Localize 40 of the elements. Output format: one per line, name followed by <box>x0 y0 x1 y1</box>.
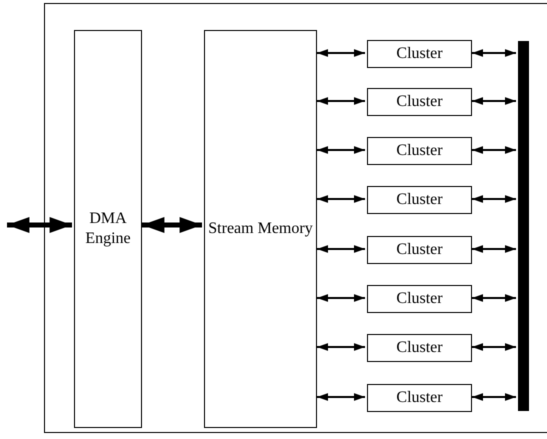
box-label: Cluster <box>396 338 443 358</box>
cluster-box <box>367 236 472 264</box>
box-label: Cluster <box>396 44 443 64</box>
box-label: Cluster <box>396 289 443 309</box>
double-arrow <box>7 217 72 233</box>
double-arrow <box>472 393 516 401</box>
engine-box <box>74 30 142 428</box>
frame-box <box>44 3 547 433</box>
double-arrow <box>317 393 365 401</box>
double-arrow <box>472 245 516 253</box>
double-arrow <box>472 294 516 302</box>
box-label: Cluster <box>396 190 443 210</box>
double-arrow <box>472 195 516 203</box>
cluster-box <box>367 40 472 68</box>
bus-bar <box>518 41 529 411</box>
box-label: Cluster <box>396 240 443 260</box>
box-label: Cluster <box>396 388 443 408</box>
cluster-box <box>367 88 472 116</box>
double-arrow <box>472 97 516 105</box>
double-arrow <box>317 146 365 154</box>
double-arrow <box>317 97 365 105</box>
cluster-box <box>367 285 472 313</box>
double-arrow <box>317 195 365 203</box>
box-label: DMA Engine <box>84 209 132 249</box>
box-label: Stream Memory <box>208 219 313 239</box>
box-label: Cluster <box>396 92 443 112</box>
double-arrow <box>317 49 365 57</box>
double-arrow <box>317 343 365 351</box>
cluster-box <box>367 334 472 362</box>
cluster-box <box>367 186 472 214</box>
double-arrow <box>472 146 516 154</box>
double-arrow <box>472 343 516 351</box>
cluster-box <box>367 384 472 412</box>
cluster-box <box>367 137 472 165</box>
double-arrow <box>317 294 365 302</box>
double-arrow <box>317 245 365 253</box>
box-label: Cluster <box>396 141 443 161</box>
double-arrow <box>472 49 516 57</box>
double-arrow <box>142 217 202 233</box>
memory-box <box>204 30 317 428</box>
